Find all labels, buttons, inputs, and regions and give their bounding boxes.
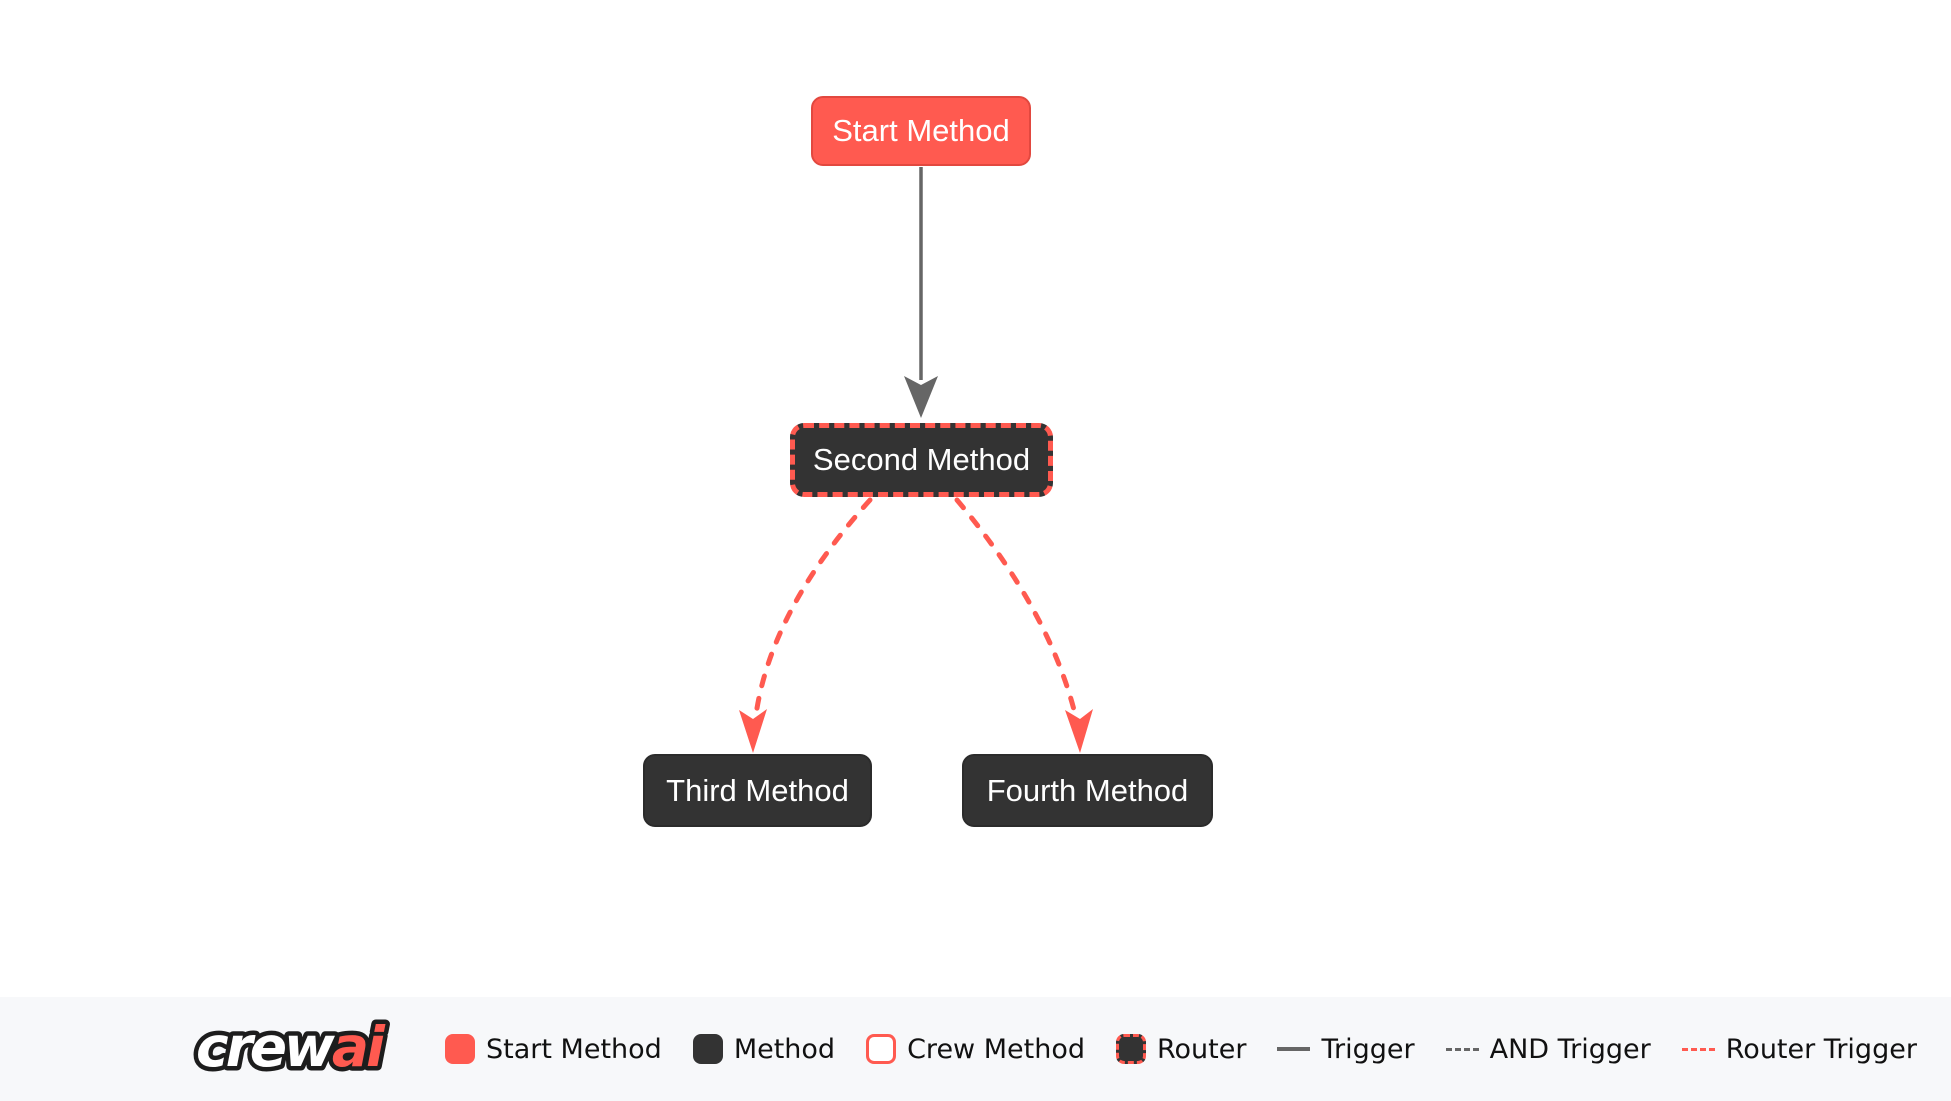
router-arrowhead-icon [739, 709, 767, 753]
legend-bar: crewai crewai Start Method Method Crew M… [0, 997, 1951, 1101]
logo-crew-text: crew [196, 1015, 335, 1079]
router-trigger-line-icon [1681, 1047, 1715, 1051]
router-edge-second-to-third [739, 497, 873, 753]
router-edge-line [752, 497, 873, 725]
router-edge-second-to-fourth [954, 497, 1093, 753]
flow-canvas[interactable]: Start Method Second Method Third Method … [0, 0, 1951, 997]
logo-ai-text: ai [332, 1015, 386, 1079]
crew-method-swatch-icon [866, 1034, 897, 1064]
svg-text:crewai: crewai [196, 1015, 386, 1079]
legend-label: AND Trigger [1489, 1033, 1651, 1065]
legend-item-method: Method [692, 1033, 836, 1065]
flow-edges-layer [739, 167, 1093, 753]
legend-label: Start Method [486, 1033, 662, 1065]
legend-item-router-trigger: Router Trigger [1681, 1033, 1917, 1065]
trigger-line-icon [1277, 1047, 1311, 1051]
node-label: Start Method [832, 113, 1010, 148]
router-arrowhead-icon [1065, 709, 1093, 753]
node-fourth-method[interactable]: Fourth Method [962, 754, 1213, 827]
router-swatch-icon [1115, 1034, 1146, 1064]
start-method-swatch-icon [445, 1034, 475, 1064]
legend-label: Router [1156, 1033, 1247, 1065]
trigger-arrowhead-icon [904, 376, 938, 418]
node-start-method[interactable]: Start Method [811, 96, 1031, 166]
legend-item-and-trigger: AND Trigger [1445, 1033, 1651, 1065]
node-second-method-router[interactable]: Second Method [790, 423, 1053, 497]
logo-crew-outline: crew [196, 1015, 335, 1079]
method-swatch-icon [692, 1034, 723, 1064]
node-label: Fourth Method [986, 772, 1189, 808]
trigger-edge-start-to-second [904, 167, 938, 418]
node-third-method[interactable]: Third Method [643, 754, 872, 827]
node-label: Second Method [812, 442, 1031, 477]
and-trigger-line-icon [1445, 1047, 1479, 1051]
legend-item-router: Router [1115, 1033, 1247, 1065]
legend-item-start-method: Start Method [445, 1034, 662, 1065]
legend-item-trigger: Trigger [1277, 1033, 1415, 1065]
legend-label: Crew Method [907, 1033, 1085, 1065]
node-label: Third Method [666, 772, 849, 808]
legend-item-crew-method: Crew Method [866, 1034, 1085, 1065]
router-edge-line [954, 497, 1080, 725]
legend-label: Router Trigger [1725, 1033, 1917, 1065]
legend-label: Method [733, 1033, 836, 1065]
legend-label: Trigger [1321, 1033, 1415, 1065]
crewai-logo: crewai crewai [192, 1014, 394, 1084]
